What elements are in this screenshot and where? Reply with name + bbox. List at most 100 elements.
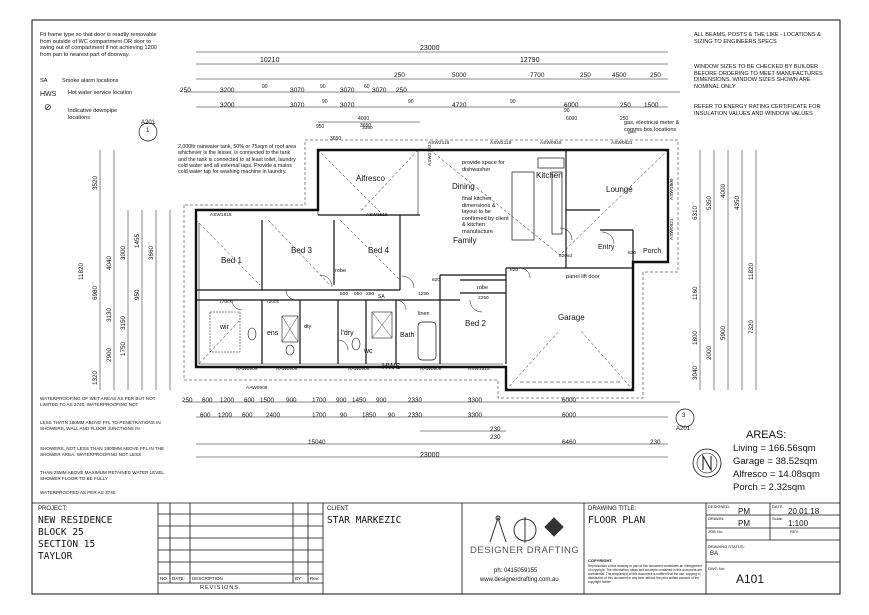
dim-top-l2-1: 12790 [520, 57, 540, 64]
dim-top-l5-0: 3200 [220, 102, 235, 109]
sheet-border [31, 19, 841, 595]
dim-bot-l3-0: 230 [490, 426, 501, 433]
hws-legend: Hot water service location [68, 90, 133, 96]
window-bottom-1: AAW0909 [236, 367, 258, 372]
waterproof-note-3: SHOWERS, NOT LESS THAN 1800MM ABOVE FFL … [40, 446, 165, 457]
room-dining: Dining [452, 182, 475, 191]
room-linen: linen [418, 311, 430, 317]
dim-right-3: 4350 [734, 195, 741, 210]
dim-right-2: 4000 [720, 183, 727, 198]
dim-top-l5-9: 1500 [644, 102, 659, 109]
dim-bot-l1-1: 600 [202, 397, 213, 404]
date-value: 20.01.18 [788, 507, 820, 516]
dim-left-8: 1320 [92, 370, 99, 385]
window-kitchen: ASW0918 [540, 141, 562, 146]
company-website: www.designerdrafting.com.au [480, 577, 559, 583]
dim-3350: 3350 [362, 126, 373, 131]
rev-label: REV: [790, 529, 800, 534]
room-bed1: Bed 1 [221, 256, 242, 265]
dim-left-5: 3130 [106, 307, 113, 322]
dim-right-0: 6310 [692, 205, 699, 220]
dim-left-2: 6980 [92, 285, 99, 300]
window-bottom-4: AAW0908 [420, 367, 442, 372]
drawing-title-label: DRAWING TITLE: [588, 506, 637, 512]
window-bottom-2: AAW0906 [276, 367, 298, 372]
dim-top-l4-5: 3070 [340, 87, 355, 94]
room-bath: Bath [400, 332, 415, 339]
designed-label: DESIGNED: [708, 504, 731, 509]
window-note: WINDOW SIZES TO BE CHECKED BY BUILDER BE… [694, 64, 823, 90]
dim-bot-l2-7: 90 [388, 412, 396, 419]
copyright-head: COPYRIGHT. [588, 558, 613, 563]
rev-col-by: BY: [295, 576, 303, 581]
gas-label: gas [628, 130, 636, 135]
dim-bot-l2-6: 1850 [362, 412, 377, 419]
dim-bot-l1-4: 1500 [260, 397, 275, 404]
dim-2250: 2250 [478, 296, 489, 301]
dim-top-l3-1: 5000 [452, 72, 467, 79]
dim-top-l4-1: 3200 [220, 87, 235, 94]
dim-950: 950 [354, 292, 363, 297]
gas-meter-note: gas, electrical meter & comms box locati… [624, 120, 680, 133]
revisions-label: REVISIONS. [200, 585, 242, 591]
room-porch: Porch [643, 248, 662, 255]
drawn-label: DRAWN: [708, 516, 725, 521]
client-name: STAR MARKEZIC [327, 515, 402, 526]
room-bed4: Bed 4 [368, 246, 389, 255]
company-logo [489, 515, 564, 543]
dim-top-l4-8: 250 [396, 87, 407, 94]
project-line-1: NEW RESIDENCE [38, 515, 113, 526]
dim-right-5: 11820 [748, 262, 755, 280]
dim-top-l6-1: 3650 [360, 123, 372, 129]
hws-symbol: HWS [40, 91, 57, 98]
energy-note: REFER TO ENERGY RATING CERTIFICATE FOR I… [694, 104, 821, 117]
dim-left-11: 1455 [134, 233, 141, 248]
north-arrow [692, 448, 722, 478]
dim-820-a: 820 [510, 268, 519, 273]
dim-top-l3-2: 7700 [530, 72, 545, 79]
dim-bot-l1-6: 1700 [312, 397, 327, 404]
dim-left-0: 3520 [92, 175, 99, 190]
area-porch: Porch = 2.32sqm [733, 482, 806, 493]
dim-top-l5-6: 90 [510, 99, 516, 105]
dim-bot-l2-2: 600 [242, 412, 253, 419]
date-label: DATE: [772, 504, 784, 509]
dim-bot-l2-8: 2330 [408, 412, 423, 419]
dim-820-c: 820 [628, 251, 637, 256]
dim-left-9: 2900 [106, 347, 113, 362]
dim-right-9: 1800 [692, 330, 699, 345]
dim-left-3: 4040 [106, 255, 113, 270]
window-bed1: ASW1818 [210, 213, 232, 218]
dim-top-l5-3: 3070 [340, 102, 355, 109]
rev-col-date: DATE: [172, 576, 185, 581]
dwg-number: A101 [736, 572, 765, 586]
dim-top-l6-5: 6000 [566, 116, 578, 122]
dim-250: 250 [366, 292, 375, 297]
scale-value: 1:100 [788, 519, 809, 528]
title-block-frame [32, 502, 840, 594]
dim-top-l6-6: 250 [620, 116, 629, 122]
room-dty: dty [304, 324, 312, 330]
dim-top-l3-0: 250 [394, 72, 405, 79]
dim-left-7: 3150 [120, 315, 127, 330]
window-alfresco-2: ASW2118 [490, 141, 512, 146]
downpipe-legend: Indicative downpipe locations [68, 108, 118, 121]
dim-bot-l2-4: 1700 [312, 412, 327, 419]
room-robe-bed2: robe [477, 285, 489, 291]
dim-bot-l4-2: 6460 [562, 439, 577, 446]
engineer-note: ALL BEAMS, POSTS & THE LIKE - LOCATIONS … [694, 32, 821, 45]
dim-top-l4-3: 3070 [290, 87, 305, 94]
room-lounge: Lounge [606, 185, 633, 194]
room-entry: Entry [598, 244, 615, 251]
room-ens: ens [267, 330, 279, 337]
room-garage: Garage [558, 313, 585, 322]
fit-frame-note: Fit frame type so that door is readily r… [40, 32, 157, 58]
dim-left-4: 3000 [120, 245, 127, 260]
dim-1290: 1290 [418, 292, 429, 297]
window-lounge: ASW0621 [611, 141, 633, 146]
rev-col-no: NO. [160, 576, 169, 581]
dim-bot-l2-10: 6000 [562, 412, 577, 419]
dishwasher-note: provide space for dishwasher [462, 160, 505, 173]
dim-top-l3-3: 250 [580, 72, 591, 79]
